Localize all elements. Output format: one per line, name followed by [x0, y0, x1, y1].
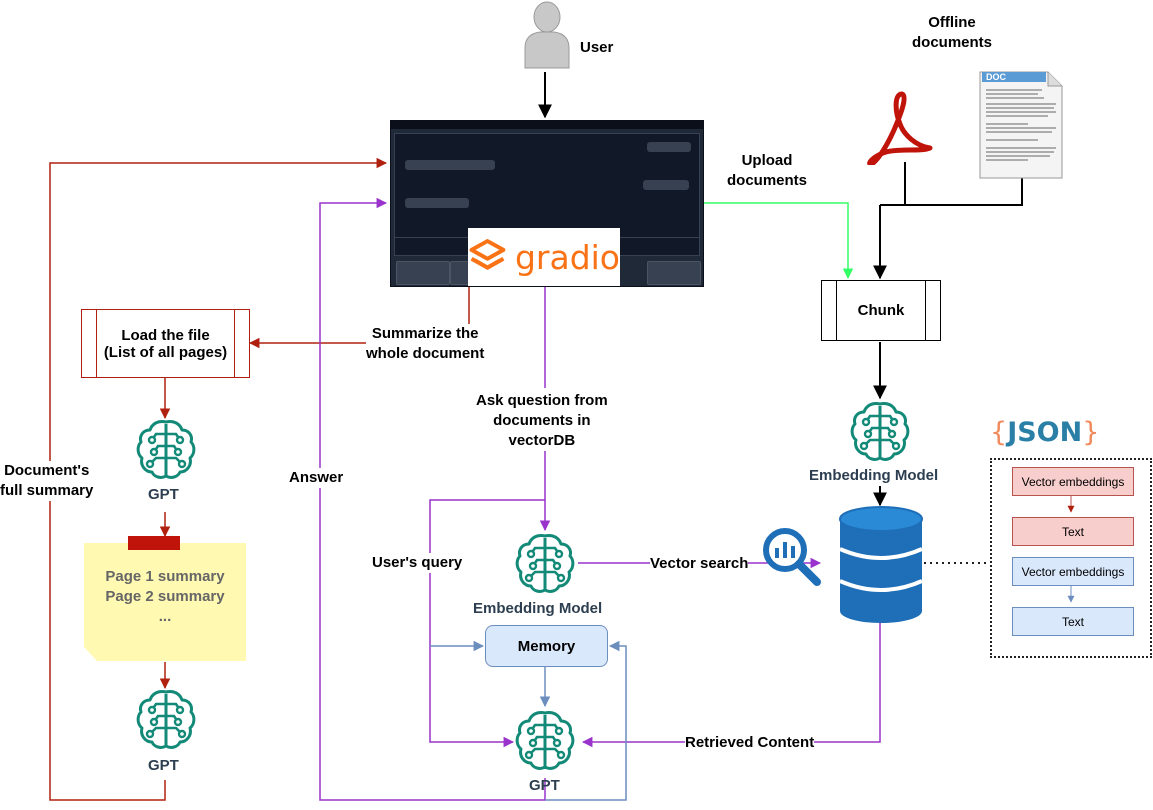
summarize-label: Summarize the whole document — [366, 324, 485, 364]
document-full-summary-label: Document's full summary — [0, 461, 94, 501]
page-summaries-text: Page 1 summary Page 2 summary ... — [105, 568, 225, 625]
json-text-2: Text — [1012, 607, 1134, 636]
json-title: {JSON} — [990, 417, 1100, 448]
page-summaries-note — [84, 543, 246, 661]
embedding-model-label-top: Embedding Model — [809, 467, 939, 484]
retrieved-content-label: Retrieved Content — [685, 733, 815, 753]
json-text-1: Text — [1012, 517, 1134, 546]
json-structure: Vector embeddings Text Vector embeddings… — [990, 458, 1152, 658]
edge-answer-return — [319, 197, 546, 801]
edge-answer-to-memory — [545, 640, 627, 801]
offline-docs-label: Offline documents — [912, 14, 993, 51]
user-icon — [524, 1, 570, 69]
gradio-wordmark: gradio — [514, 237, 620, 277]
vector-search-label: Vector search — [650, 554, 749, 574]
submit-button[interactable] — [396, 261, 450, 285]
embedding-model-brain-icon — [850, 402, 910, 461]
vector-search-icon — [763, 528, 821, 586]
json-vector-embeddings-2: Vector embeddings — [1012, 557, 1134, 586]
upload-documents-label: Upload documents — [727, 152, 808, 189]
memory-box: Memory — [485, 625, 608, 667]
gradio-logo-icon — [469, 239, 506, 270]
edge-db-to-gpt — [581, 622, 881, 748]
users-query-label: User's query — [372, 553, 463, 573]
user-label: User — [580, 39, 614, 56]
embedding-model-brain-icon-query — [515, 534, 575, 593]
load-file-box: Load the file (List of all pages) — [81, 309, 250, 378]
embedding-model-label-query: Embedding Model — [473, 600, 603, 617]
edge-summary-return — [49, 157, 388, 801]
chunk-box: Chunk — [821, 280, 941, 341]
load-file-line1: Load the file — [121, 326, 210, 344]
gpt-label-summary: GPT — [148, 486, 179, 503]
edge-doc-to-merge — [880, 168, 1023, 206]
vector-database-icon — [839, 506, 923, 623]
edge-upload-to-chunk — [703, 202, 854, 280]
json-vector-embeddings-1: Vector embeddings — [1012, 467, 1134, 496]
gradio-logo: gradio — [468, 228, 620, 286]
answer-label: Answer — [289, 468, 344, 488]
gradio-chat-window — [390, 120, 704, 287]
gpt-label-combine: GPT — [148, 757, 179, 774]
doc-file-icon: DOC — [978, 70, 1064, 180]
note-pin — [128, 536, 180, 550]
chat-history — [394, 133, 700, 245]
edge-pdf-to-merge — [880, 162, 906, 206]
doc-badge: DOC — [986, 72, 1006, 82]
gpt-label-answer: GPT — [529, 777, 560, 794]
edge-query-to-gpt — [429, 499, 545, 748]
load-file-line2: (List of all pages) — [103, 343, 228, 361]
gpt-brain-icon-answer — [515, 711, 575, 770]
gpt-brain-icon-summary — [136, 420, 196, 479]
ask-question-label: Ask question from documents in vectorDB — [476, 391, 608, 451]
gpt-brain-icon-combine — [136, 690, 196, 749]
memory-label: Memory — [517, 637, 576, 655]
clear-button[interactable] — [647, 261, 701, 285]
chunk-label: Chunk — [857, 302, 905, 319]
pdf-icon — [867, 91, 933, 165]
